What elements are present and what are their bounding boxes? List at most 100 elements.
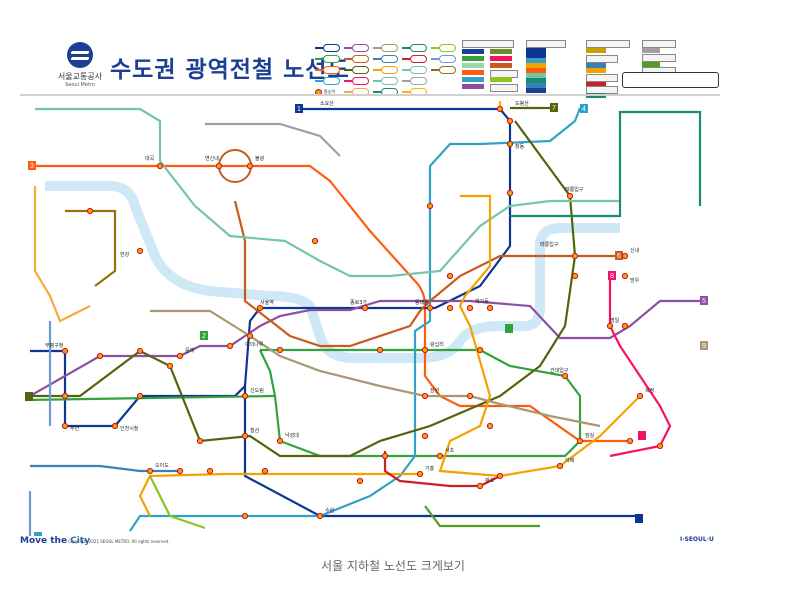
station-labels: 대곡 연신내 불광 소요산 도봉산 창동 태릉입구 신내 망우 종로3가 동대문… [45,100,654,514]
legend-line-6 [344,55,369,63]
station-label: 인천시청 [120,425,138,432]
seoul-metro-logo: 서울교통공사 Seoul Metro [56,42,104,88]
legend-line-4 [315,77,340,85]
station-label: 이매 [565,457,575,464]
station-label: 신내 [630,247,640,254]
operator-korail-header [526,40,566,48]
line-8-path [608,276,672,458]
operator-legend [460,40,725,98]
transfer-stations [61,105,664,520]
legend-gimpo [431,66,456,74]
logo-text-english: Seoul Metro [65,82,95,88]
badge-line-3: 3 [30,163,34,170]
station-label: 도봉산 [515,100,529,107]
station-label: 태릉입구 [565,186,584,193]
station-label: 소요산 [320,100,334,107]
line-1-south-path [243,386,640,518]
legend-gyeongui [402,66,427,74]
station-label: 수원 [325,507,335,514]
station-label: 서초 [445,447,455,454]
logo-text-korean: 서울교통공사 [57,72,103,81]
gyeongui-jungang-path [35,107,620,278]
incheon-2-path [33,186,91,323]
line-7-path [30,106,577,458]
line-legend: 환승역 [315,44,460,96]
station-label: 잠실 [585,432,595,439]
legend-line-8 [344,77,369,85]
badge-line-7: 7 [552,105,556,112]
legend-line-7 [344,66,369,74]
subway-map-image[interactable]: 서울교통공사 Seoul Metro 수도권 광역전철 노선도 [20,30,720,550]
gimpo-goldline-path [65,209,117,287]
station-label: 대곡 [145,155,155,162]
station-label: 한강 [120,251,130,258]
legend-ui-sinseol [402,77,427,85]
badge-line-5: 5 [702,298,706,305]
station-label: 신도림 [250,387,264,394]
legend-suin-bundang [373,66,398,74]
station-label: 태릉입구 [540,241,559,248]
station-label: 철산 [250,427,260,434]
incheon-1-path [28,321,52,536]
legend-incheon1 [431,55,456,63]
station-label: 판교 [485,477,495,484]
legend-line-1 [315,44,340,52]
station-label: 기흥 [425,465,435,472]
badge-line-8: 8 [610,273,614,280]
line-2-west-path [24,394,276,402]
station-label: 동대문 [415,299,429,306]
station-label: 창동 [515,143,525,150]
map-title: 수도권 광역전철 노선도 [110,57,350,83]
iseoul-logo: I·SEOUL·U [680,536,714,543]
station-label: 부평구청 [45,342,63,349]
legend-line-9 [373,44,398,52]
station-label: 명일 [610,317,620,324]
legend-shinbundang [402,55,427,63]
airport-railroad-path [30,464,180,473]
legend-line-3 [315,66,340,74]
station-label: 낙성대 [285,432,299,439]
line-1-path [30,107,512,428]
notice-box [622,72,719,88]
suin-bundang-path [138,194,641,517]
line-4-path [129,107,582,532]
legend-seohae [431,44,456,52]
station-label: 건대입구 [550,367,569,374]
copyright-text: Copyright 2021 SEOUL METRO. All rights r… [68,539,170,544]
seoul-metro-logo-icon [67,42,93,68]
line-number-badges: 1 3 4 5 6 7 8 9 2 [25,103,708,536]
station-label: 복정 [645,387,654,394]
subway-network-diagram: 1 3 4 5 6 7 8 9 2 [24,100,708,536]
map-header: 서울교통공사 Seoul Metro 수도권 광역전철 노선도 [20,30,720,98]
badge-line-9: 9 [702,343,706,350]
badge-line-1: 1 [297,106,301,113]
operator-seoul-metro-header [462,40,514,48]
station-label: 망우 [630,277,640,284]
legend-gyeongchun [402,44,427,52]
station-label: 주안 [70,425,80,432]
station-label: 왕십리 [430,341,444,348]
station-label: 종로3가 [350,299,367,306]
line-9-path [150,309,601,428]
legend-incheon2 [373,77,398,85]
station-label: 오이도 [155,462,169,469]
header-divider [20,94,720,96]
shinbundang-path [383,451,501,488]
line-5-path [29,299,700,397]
legend-line-2 [315,55,340,63]
seohae-path [149,475,206,530]
station-label: 연신내 [205,155,219,162]
badge-line-6: 6 [617,253,621,260]
badge-line-4: 4 [582,106,586,113]
station-label: 제기동 [475,298,489,305]
line-3-path [35,164,630,443]
move-the-city-logo: Move the City [20,536,91,546]
map-caption: 서울 지하철 노선도 크게보기 [0,557,786,574]
legend-line-5 [344,44,369,52]
view-large-map-link[interactable]: 서울 지하철 노선도 크게보기 [321,559,465,573]
line-6-path [233,200,615,348]
legend-airport [373,55,398,63]
ui-sinseol-path [205,122,341,157]
station-label: 문래 [185,347,195,354]
everline-path [424,505,540,528]
